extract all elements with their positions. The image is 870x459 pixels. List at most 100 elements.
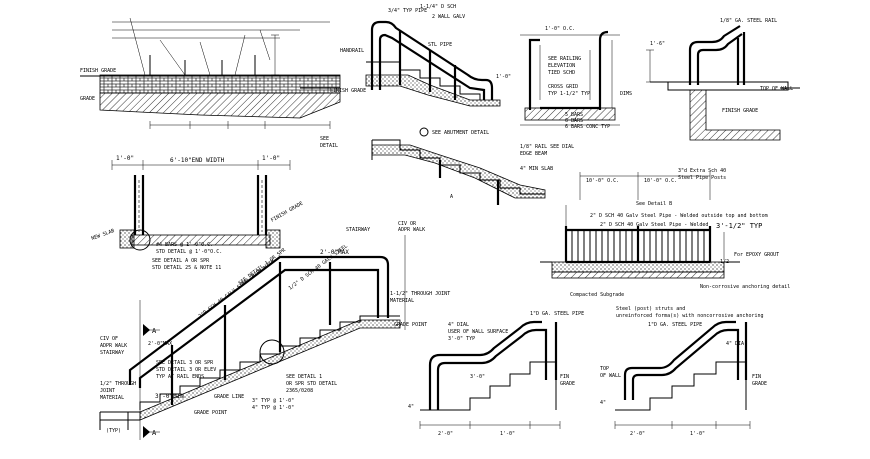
min-dim: 3'-0"MIN [155, 393, 184, 400]
svg-text:3" TYP @ 1'-0": 3" TYP @ 1'-0" [252, 398, 294, 404]
svg-text:TIED SCHD: TIED SCHD [548, 70, 575, 76]
svg-text:1'-0" O.C.: 1'-0" O.C. [545, 26, 575, 32]
svg-text:USER OF WALL SURFACE: USER OF WALL SURFACE [448, 329, 508, 335]
dim-right: 1'-0" [262, 155, 280, 162]
svg-text:FIN: FIN [752, 374, 761, 380]
compacted-subgrade-label: Compacted Subgrade [570, 292, 624, 298]
svg-text:1/8" GA. STEEL RAIL: 1/8" GA. STEEL RAIL [720, 18, 777, 24]
svg-text:6 BARS CONC TYP: 6 BARS CONC TYP [565, 124, 610, 130]
detail-wall-section: FINISH GRADE GRADE SEE DETAIL FINISH GRA… [80, 17, 366, 149]
svg-text:JOINT: JOINT [100, 388, 115, 394]
svg-text:2'-0": 2'-0" [630, 431, 645, 437]
anchoring-detail-label: Non-corrosive anchoring detail [700, 284, 790, 290]
svg-text:GRADE: GRADE [80, 96, 95, 102]
railing-balusters [571, 226, 705, 262]
section-marker-a-upper: A [152, 327, 157, 335]
svg-text:1'-6": 1'-6" [650, 41, 665, 47]
svg-text:STD DETAIL 25 & NOTE 11: STD DETAIL 25 & NOTE 11 [152, 265, 221, 271]
grade-point-top: GRADE POINT [394, 322, 427, 328]
svg-text:EDGE BEAM: EDGE BEAM [520, 151, 547, 157]
svg-text:FIN: FIN [560, 374, 569, 380]
svg-text:4" MIN SLAB: 4" MIN SLAB [520, 166, 553, 172]
svg-text:10'-0" O.C.: 10'-0" O.C. [644, 178, 677, 184]
grade-line: GRADE LINE [214, 394, 244, 400]
detail-stair-elevation: A A 2'-0"MAX 3'-0"MIN 2"D SCH 40 GALV ST… [99, 221, 450, 440]
svg-text:STAIRWAY: STAIRWAY [346, 227, 370, 233]
svg-text:1-1/2" THROUGH JOINT: 1-1/2" THROUGH JOINT [390, 291, 450, 297]
svg-text:GRADE: GRADE [752, 381, 767, 387]
svg-text:OF WALL: OF WALL [600, 373, 621, 379]
svg-text:TYP AT RAIL ENDS: TYP AT RAIL ENDS [156, 374, 204, 380]
svg-text:3'-1/2" TYP: 3'-1/2" TYP [716, 222, 762, 230]
steel-pipe-rail-1: 1"D GA. STEEL PIPE [530, 311, 584, 317]
svg-text:CIV OR: CIV OR [398, 221, 417, 227]
see-detail-b-label: See Detail B [636, 201, 672, 207]
svg-text:6 BARS: 6 BARS [565, 118, 583, 124]
svg-text:GRADE: GRADE [560, 381, 575, 387]
grade-point-bottom: GRADE POINT [194, 410, 227, 416]
svg-text:(TYP): (TYP) [106, 428, 121, 434]
svg-text:4" TYP @ 1'-0": 4" TYP @ 1'-0" [252, 405, 294, 411]
svg-text:1'-0": 1'-0" [496, 74, 511, 80]
svg-text:STD DETAIL 3 OR ELEV: STD DETAIL 3 OR ELEV [156, 367, 216, 373]
svg-text:STD DETAIL @ 1'-0"O.C.: STD DETAIL @ 1'-0"O.C. [156, 249, 222, 255]
svg-text:3'-0" TYP: 3'-0" TYP [448, 336, 475, 342]
svg-text:1/2" D SCH 40 GALV STEEL: 1/2" D SCH 40 GALV STEEL [288, 243, 349, 291]
svg-text:TOP: TOP [600, 366, 609, 372]
clear-width-label: 6'-10"END WIDTH [170, 157, 225, 164]
svg-text:SEE RAILING: SEE RAILING [548, 56, 581, 62]
svg-text:A: A [450, 194, 453, 200]
svg-text:#4 BARS @ 1'-0"O.C.: #4 BARS @ 1'-0"O.C. [156, 242, 213, 248]
svg-text:4": 4" [408, 404, 414, 410]
detail-rail-post-section: 1'-0" O.C. SEE RAILING ELEVATION TIED SC… [520, 26, 632, 130]
max-dim: 2'-0"MAX [320, 249, 349, 256]
epoxy-grout-label: For EPOXY GROUT [734, 252, 779, 258]
section-marker-a-lower: A [152, 429, 157, 437]
svg-text:SEE: SEE [320, 136, 329, 142]
detail-wall-rail: 1/8" GA. STEEL RAIL TOP OF WALL FINISH G… [646, 18, 800, 141]
svg-text:FINISH GRADE: FINISH GRADE [270, 200, 304, 223]
steel-pipe-posts-label: Steel Pipe Posts [678, 175, 726, 181]
svg-text:3/4" TYP PIPE: 3/4" TYP PIPE [388, 8, 427, 14]
svg-text:1/2" THROUGH: 1/2" THROUGH [100, 381, 136, 387]
svg-text:2'-0": 2'-0" [438, 431, 453, 437]
svg-text:1'-0": 1'-0" [500, 431, 515, 437]
svg-text:TYP 1-1/2" TYP: TYP 1-1/2" TYP [548, 91, 590, 97]
dim-left: 1'-0" [116, 155, 134, 162]
detail-railing-elevation: 10'-0" O.C. 10'-0" O.C. 3"d Extra Sch 40… [540, 168, 790, 319]
svg-text:2'-0"MAX: 2'-0"MAX [148, 341, 172, 347]
detail-stair-handrail: 3/4" TYP PIPE 1-1/4" D SCH 2 WALL GALV S… [340, 4, 511, 107]
svg-text:3'-0": 3'-0" [470, 374, 485, 380]
svg-text:SEE DETAIL A OR SPR: SEE DETAIL A OR SPR [152, 258, 210, 264]
svg-text:Steel (post) struts and: Steel (post) struts and [616, 306, 685, 312]
detail-small-stair-rail-left: 1"D GA. STEEL PIPE 4" DIAL USER OF WALL … [408, 311, 584, 437]
sch-40-label: 3"d Extra Sch 40 [678, 168, 726, 174]
top-of-wall-label: TOP OF WALL [760, 86, 793, 92]
svg-text:MATERIAL: MATERIAL [100, 395, 124, 401]
detail-small-stair-rail-right: 1"D GA. STEEL PIPE 4" DIA FIN GRADE 4" 2… [600, 320, 767, 437]
svg-text:ADPR WALK: ADPR WALK [398, 227, 425, 233]
svg-text:10'-0" O.C.: 10'-0" O.C. [586, 178, 619, 184]
svg-text:CROSS GRID: CROSS GRID [548, 84, 578, 90]
svg-text:DIMS: DIMS [620, 91, 632, 97]
svg-text:DETAIL: DETAIL [320, 143, 338, 149]
svg-text:1/8" RAIL SEE DIAL: 1/8" RAIL SEE DIAL [520, 144, 574, 150]
svg-text:CIV OF: CIV OF [100, 336, 118, 342]
svg-text:1'-0": 1'-0" [690, 431, 705, 437]
svg-text:2365/0208: 2365/0208 [286, 388, 313, 394]
svg-text:ELEVATION: ELEVATION [548, 63, 575, 69]
detail-stair-cross-section: 1'-0" 1'-0" 6'-10"END WIDTH #4 BARS @ 1'… [91, 155, 305, 271]
detail-stair-section: SEE ABUTMENT DETAIL 1/8" RAIL SEE DIAL E… [371, 127, 574, 205]
svg-text:STL PIPE: STL PIPE [428, 42, 452, 48]
svg-text:4" DIA: 4" DIA [726, 341, 744, 347]
svg-text:4": 4" [600, 400, 606, 406]
steel-pipe-rail-2: 1"D GA. STEEL PIPE [648, 322, 702, 328]
svg-text:2" D SCH 40 Galv Steel Pipe -: 2" D SCH 40 Galv Steel Pipe - Welded [600, 222, 708, 228]
finish-grade-label: FINISH GRADE [330, 88, 366, 94]
svg-text:NEW SLAB: NEW SLAB [91, 228, 116, 242]
svg-text:unreinforced forma(s) with non: unreinforced forma(s) with noncorrosive … [616, 313, 764, 319]
svg-text:5 BARS: 5 BARS [565, 112, 583, 118]
svg-text:1-1/4" D SCH: 1-1/4" D SCH [420, 4, 456, 10]
svg-text:FINISH GRADE: FINISH GRADE [80, 68, 116, 74]
